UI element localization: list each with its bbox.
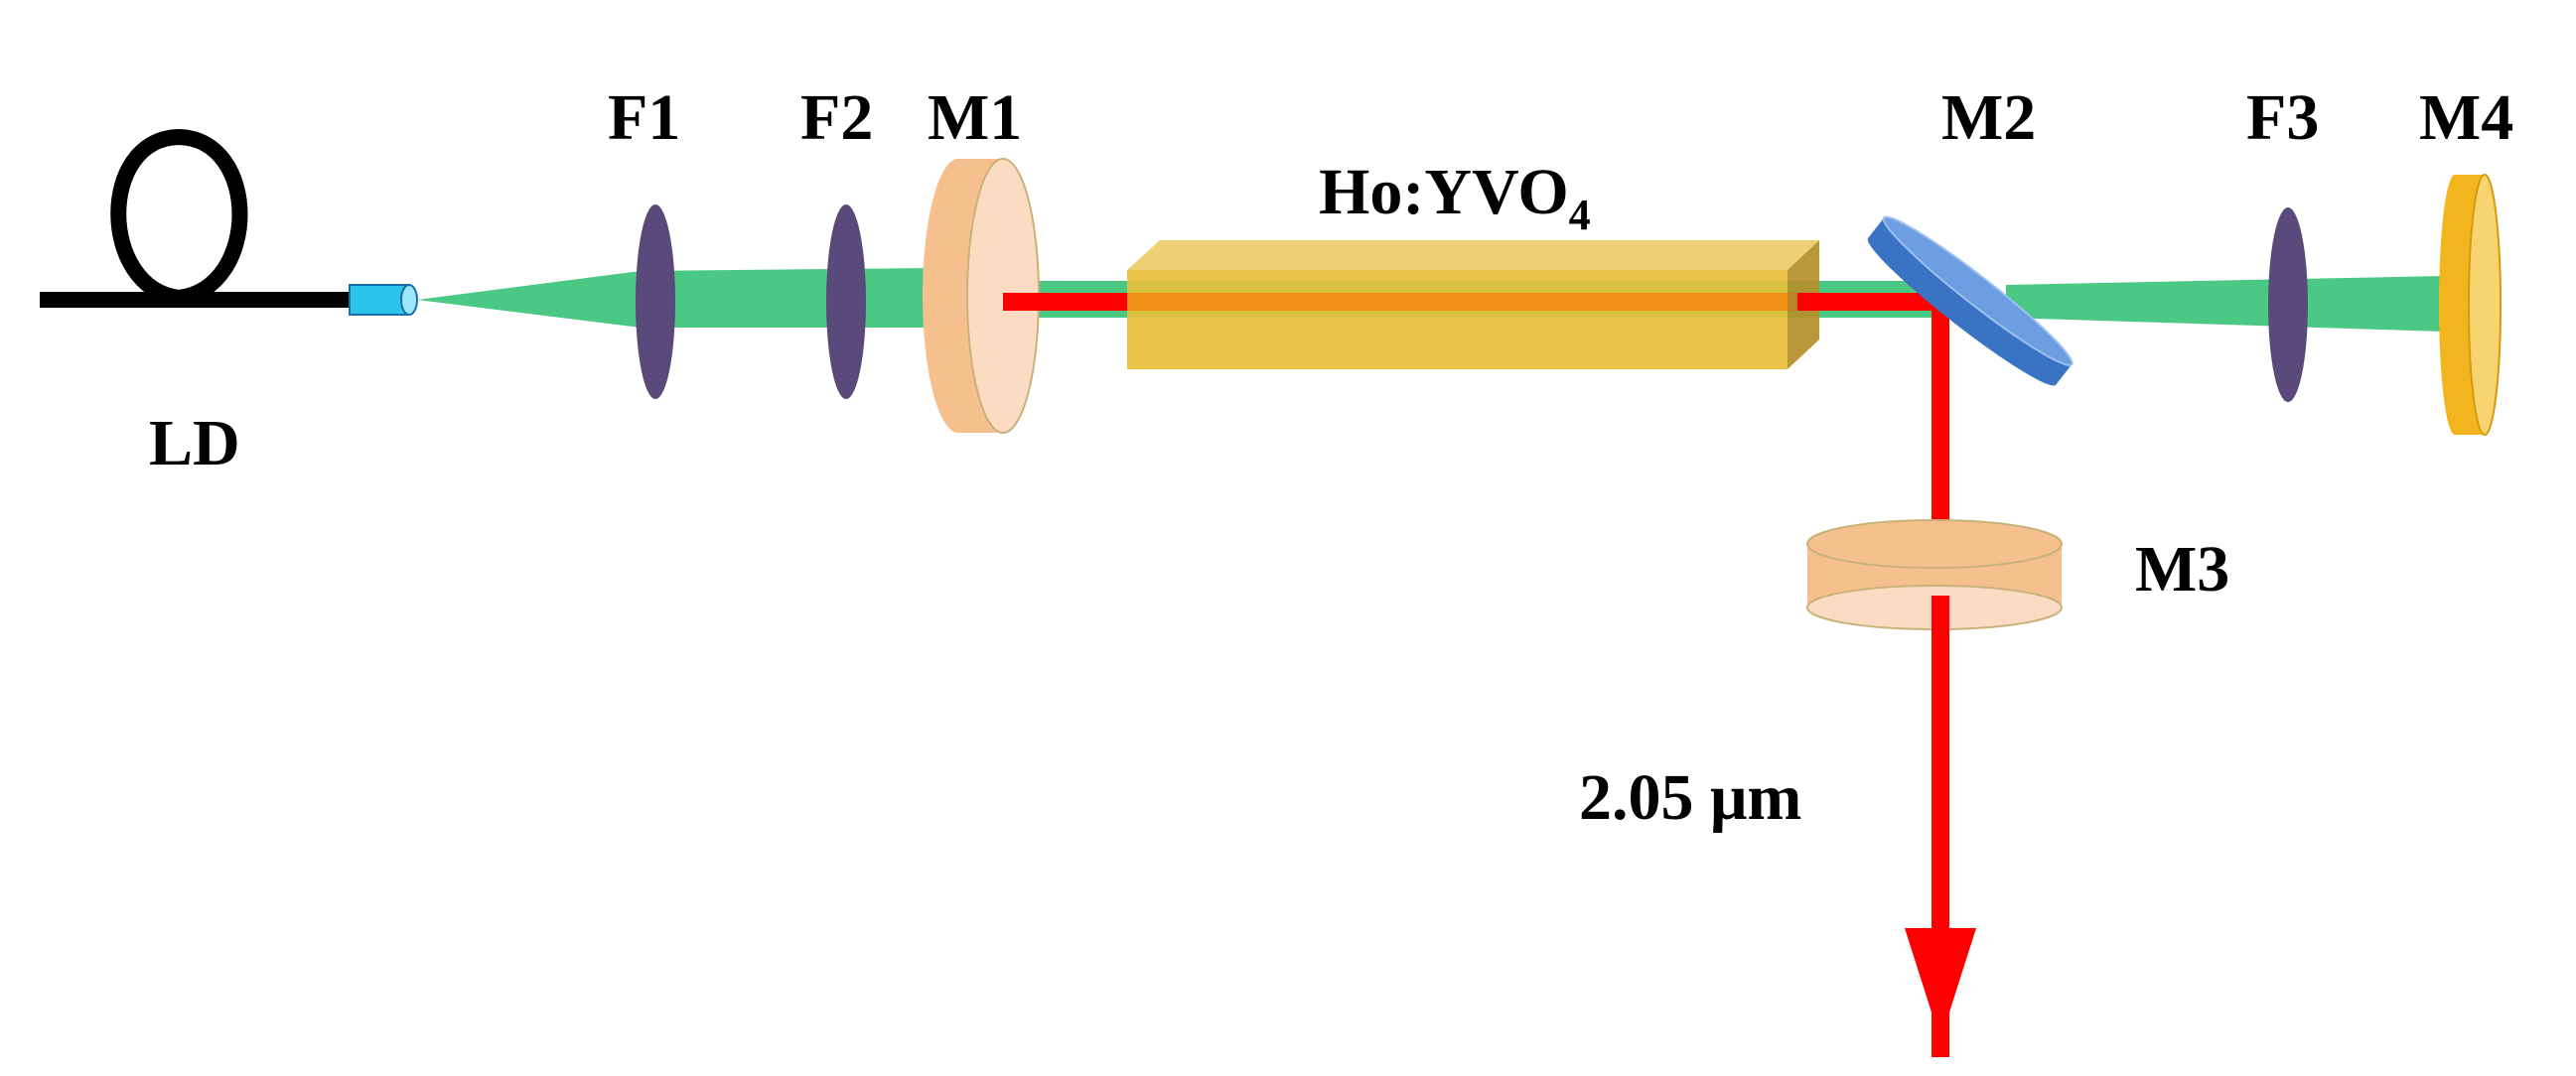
label-crystal-subscript: 4: [1569, 191, 1591, 239]
label-ld: LD: [149, 407, 240, 479]
laser-beam-to-m2: [1797, 293, 1946, 311]
label-f3: F3: [2246, 81, 2319, 154]
laser-beam-through-m3: [1932, 596, 1949, 933]
label-crystal-main: Ho:YVO: [1319, 156, 1569, 228]
crystal-ho-yvo4: [1127, 240, 1819, 369]
fiber-loop: [40, 128, 353, 308]
label-output-wavelength: 2.05 μm: [1579, 761, 1801, 834]
laser-beam-in-crystal: [1127, 293, 1788, 311]
label-m4: M4: [2419, 81, 2513, 154]
lens-f3: [2268, 207, 2308, 402]
label-m1: M1: [928, 81, 1022, 154]
label-f2: F2: [800, 81, 873, 154]
mirror-m4: [2439, 174, 2502, 436]
label-m2: M2: [1941, 81, 2036, 154]
fiber-pigtail: [40, 128, 353, 308]
mirror-m3: [1806, 519, 2063, 630]
lens-f2: [826, 204, 866, 399]
label-f1: F1: [608, 81, 680, 154]
output-arrow-head: [1905, 928, 1976, 1040]
mirror-m2: [1867, 215, 2074, 386]
label-crystal: Ho:YVO4: [1319, 156, 1591, 239]
fiber-coupler: [349, 284, 418, 316]
pump-beam-right: [2006, 276, 2443, 332]
label-m3: M3: [2135, 533, 2229, 605]
lens-f1: [636, 204, 675, 399]
mirror-m1: [923, 158, 1040, 434]
